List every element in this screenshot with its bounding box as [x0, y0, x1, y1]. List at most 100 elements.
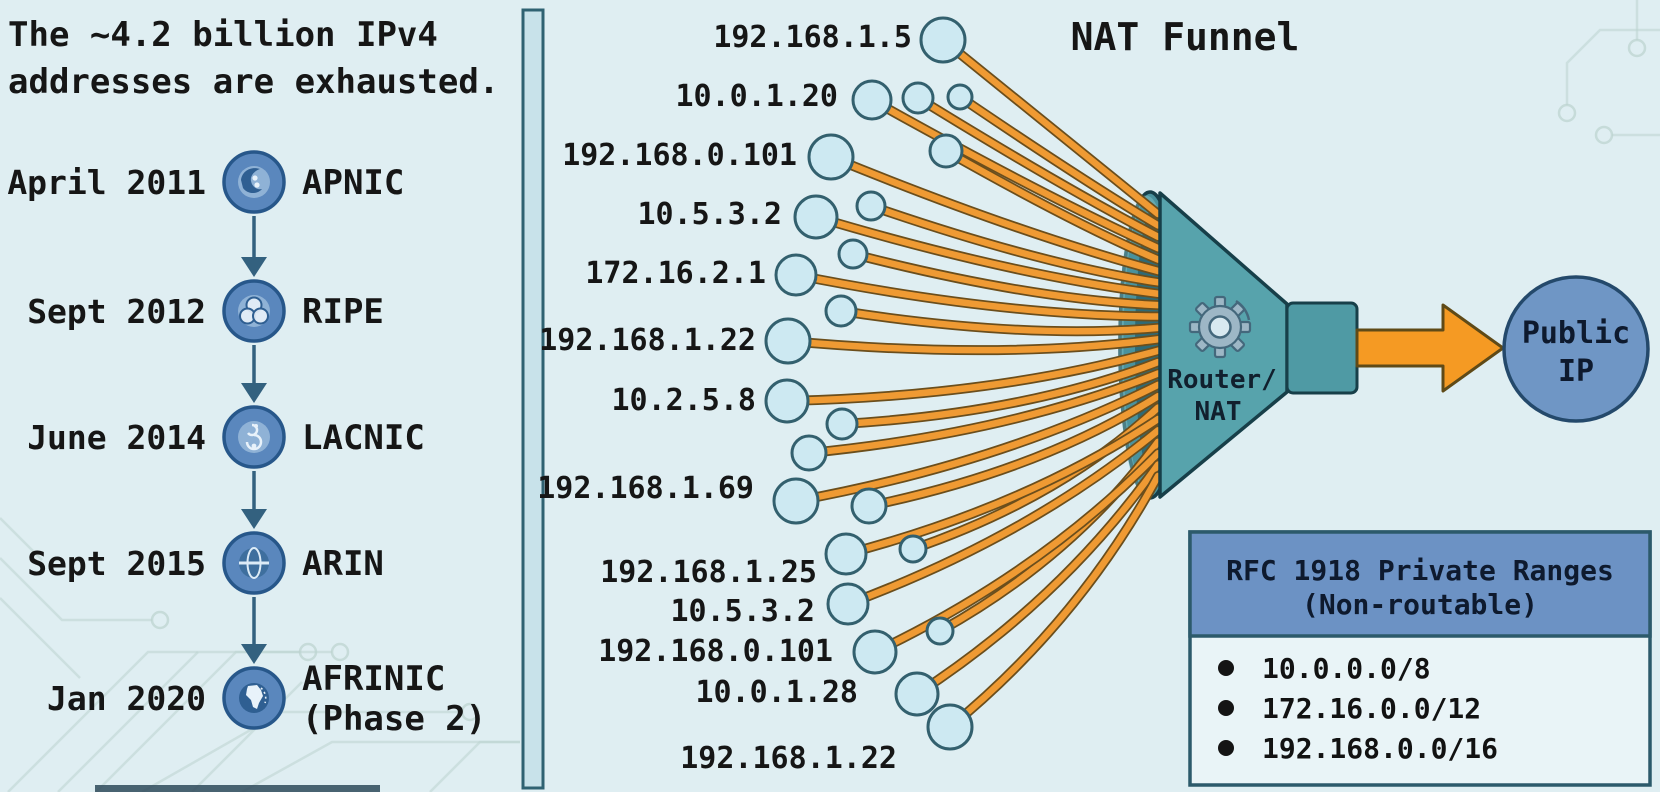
device-circle — [807, 133, 855, 181]
device-circle — [837, 238, 869, 270]
device-circle — [790, 434, 828, 472]
cable — [867, 202, 1162, 286]
private-ip-label: 192.168.1.22 — [680, 741, 897, 776]
private-ip-label: 192.168.0.101 — [562, 138, 797, 173]
cable — [844, 427, 1162, 608]
rfc-range-item: 192.168.0.0/16 — [1262, 732, 1498, 765]
timeline-org: ARIN — [302, 544, 384, 584]
headline-line2: addresses are exhausted. — [8, 62, 499, 102]
device-circles — [764, 16, 974, 751]
cable — [783, 347, 1162, 405]
router-nat-label-line2: NAT — [1195, 397, 1242, 427]
timeline-org: APNIC — [302, 163, 404, 203]
headline: The ~4.2 billion IPv4 addresses are exha… — [8, 15, 499, 102]
private-ip-label: 172.16.2.1 — [585, 256, 766, 291]
cable — [956, 93, 1162, 229]
public-ip-circle — [1502, 275, 1650, 423]
timeline-date: Sept 2012 — [27, 292, 206, 331]
bullet-dot — [1218, 700, 1234, 716]
cable — [942, 147, 1162, 263]
private-ip-label: 192.168.0.101 — [598, 634, 833, 669]
device-circle — [825, 407, 859, 441]
timeline-date: June 2014 — [27, 418, 206, 457]
funnel-spout — [1285, 301, 1359, 395]
timeline-date: Sept 2015 — [27, 544, 206, 583]
device-circle — [894, 671, 940, 717]
timeline-org: RIPE — [302, 292, 384, 332]
device-circle — [901, 81, 935, 115]
cable — [946, 472, 1162, 731]
output-arrow — [1355, 303, 1505, 393]
device-circle — [919, 16, 967, 64]
device-circle — [850, 487, 888, 525]
rfc-range-item: 172.16.0.0/12 — [1262, 692, 1481, 725]
cable — [812, 213, 1162, 297]
nat-funnel-title: NAT Funnel — [1071, 15, 1300, 59]
device-circle — [772, 477, 820, 525]
cable — [913, 461, 1162, 698]
arin-globe-icon — [222, 531, 286, 595]
device-circle — [764, 378, 810, 424]
cable — [865, 393, 1162, 510]
private-ip-label: 10.0.1.28 — [695, 675, 858, 710]
cable — [792, 381, 1162, 505]
public-ip-label-line1: Public — [1522, 316, 1630, 351]
cable — [837, 307, 1162, 335]
device-circle — [946, 83, 974, 111]
device-circle — [925, 616, 955, 646]
divider-bar — [521, 8, 545, 790]
afrinic-africa-icon — [222, 666, 286, 730]
timeline-date: Jan 2020 — [47, 679, 206, 718]
device-circle — [793, 194, 839, 240]
private-ip-label: 10.5.3.2 — [638, 197, 783, 232]
ip-labels: 192.168.1.5 10.0.1.20 192.168.0.101 10.5.3.… — [537, 20, 912, 776]
device-circle — [855, 190, 887, 222]
private-ip-label: 10.0.1.20 — [675, 79, 838, 114]
rfc-range-item: 10.0.0.0/8 — [1262, 652, 1431, 685]
private-ip-label: 192.168.1.25 — [600, 555, 817, 590]
timeline-org-line2: (Phase 2) — [302, 699, 486, 739]
cable — [939, 36, 1162, 218]
arrow-down-icon — [241, 644, 267, 664]
rfc-title-line2: (Non-routable) — [1302, 588, 1538, 621]
private-ip-label: 10.2.5.8 — [612, 383, 757, 418]
device-circle — [764, 317, 812, 365]
cable — [914, 94, 1162, 241]
rfc-box-header — [1188, 530, 1652, 638]
cable — [868, 96, 1162, 252]
rfc-title-line1: RFC 1918 Private Ranges — [1226, 554, 1614, 587]
gear-icon — [1188, 295, 1252, 359]
arrow-down-icon — [241, 509, 267, 529]
private-ip-label: 192.168.1.5 — [713, 20, 912, 55]
device-circle — [926, 703, 974, 751]
private-ip-label: 192.168.1.22 — [539, 323, 756, 358]
ripe-circles-icon — [222, 279, 286, 343]
rfc-ranges-box: RFC 1918 Private Ranges (Non-routable) 1… — [1188, 530, 1652, 787]
bullet-dot — [1218, 740, 1234, 756]
private-ip-label: 192.168.1.69 — [537, 471, 754, 506]
cables — [782, 35, 1163, 732]
device-circle — [898, 534, 928, 564]
timeline-org: LACNIC — [302, 418, 425, 458]
device-circle — [824, 532, 868, 576]
public-ip-label-line2: IP — [1558, 354, 1594, 389]
cable — [838, 358, 1162, 428]
router-nat-label-line1: Router/ — [1167, 365, 1277, 395]
private-ip-label: 10.5.3.2 — [671, 594, 816, 629]
cable — [792, 271, 1162, 320]
arrow-down-icon — [241, 257, 267, 277]
bottom-edge-mark — [95, 785, 380, 792]
device-circle — [774, 253, 818, 297]
device-circle — [824, 294, 858, 328]
device-circle — [826, 582, 870, 626]
device-circle — [851, 79, 893, 121]
cable — [805, 370, 1162, 457]
cable — [849, 250, 1162, 309]
headline-line1: The ~4.2 billion IPv4 — [8, 15, 438, 55]
cable — [871, 449, 1162, 656]
device-circle — [928, 133, 964, 169]
arrow-down-icon — [241, 383, 267, 403]
